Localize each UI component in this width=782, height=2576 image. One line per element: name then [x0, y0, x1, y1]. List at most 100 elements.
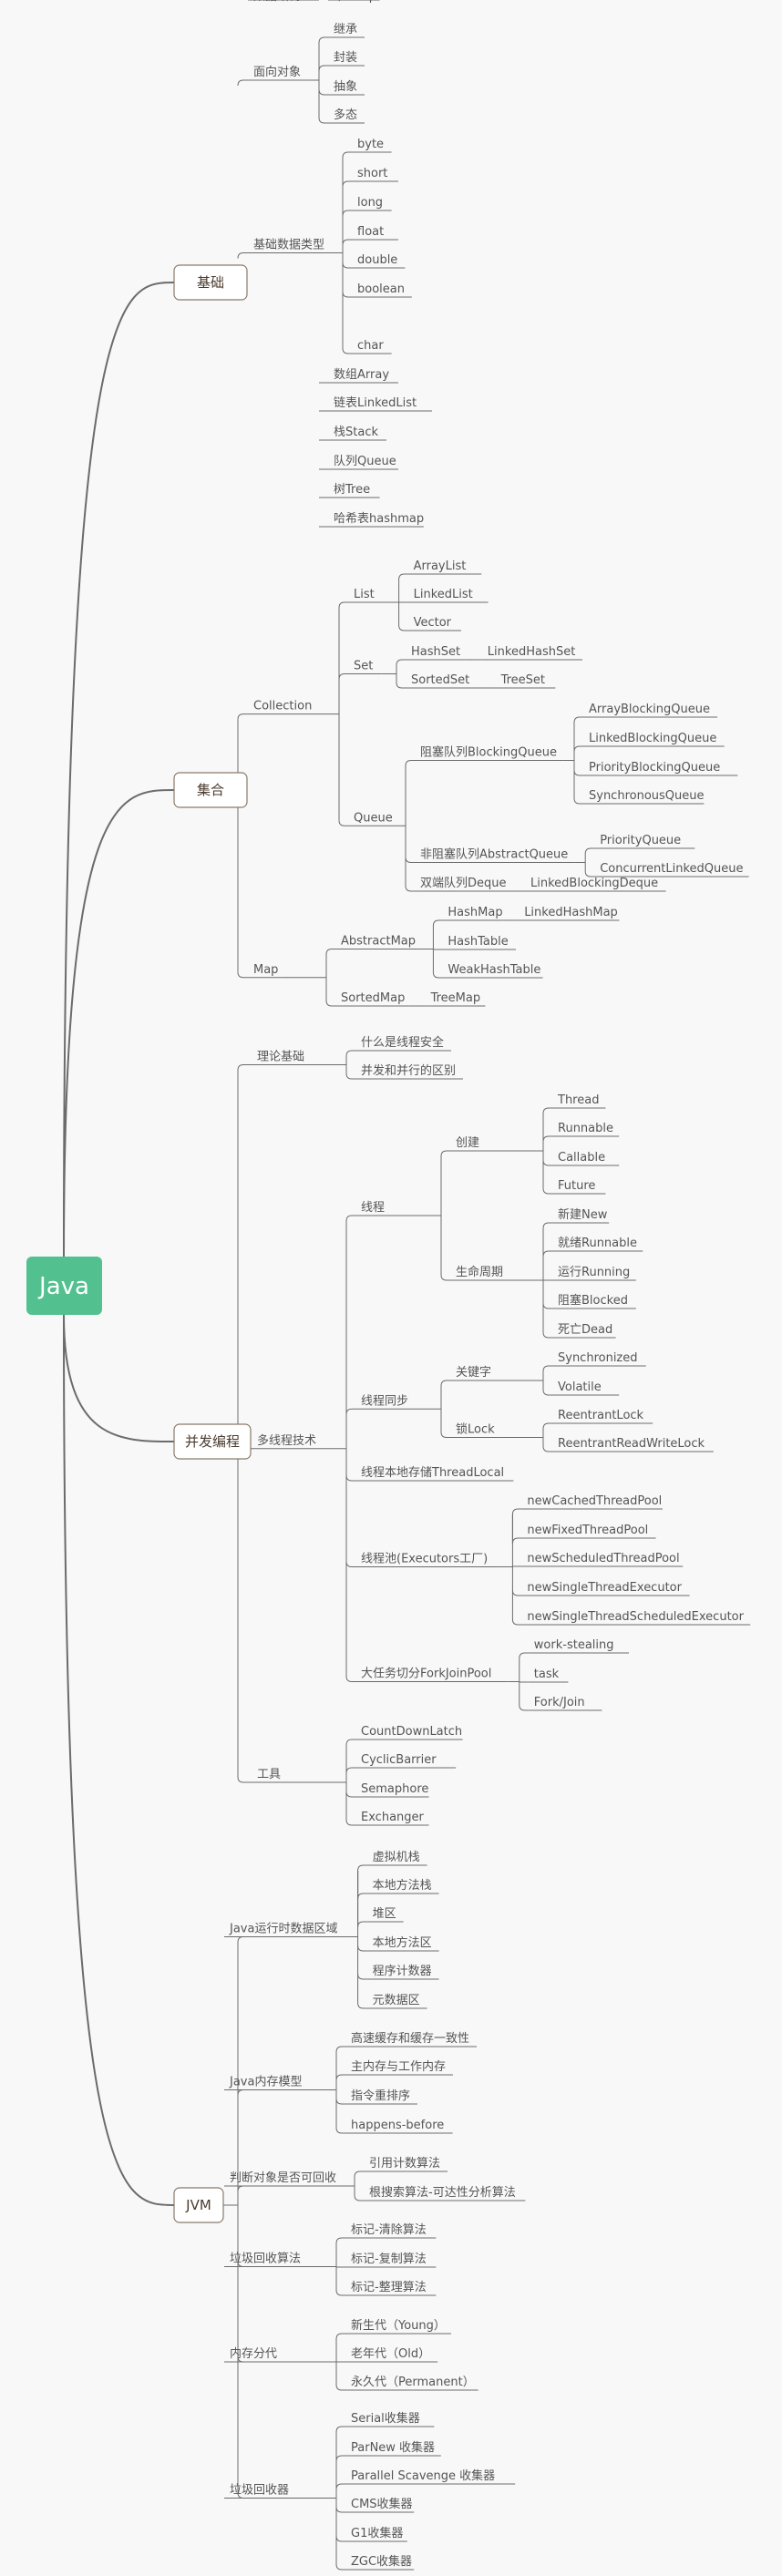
topic-node-0[interactable]: 面向对象 [248, 65, 308, 81]
topic-abstractmap-43[interactable]: AbstractMap [335, 935, 423, 949]
topic-dead-65[interactable]: 死亡Dead [552, 1323, 616, 1339]
topic-node-106[interactable]: 标记-复制算法 [345, 2253, 437, 2268]
topic-reentrantreadwritelock-72[interactable]: ReentrantReadWriteLock [552, 1437, 714, 1452]
topic-zgc-118[interactable]: ZGC收集器 [345, 2554, 415, 2571]
branch-node-2[interactable]: 并发编程 [173, 1423, 252, 1460]
topic-callable-58[interactable]: Callable [552, 1151, 620, 1166]
topic-work-stealing-81[interactable]: work-stealing [528, 1638, 629, 1654]
topic-heap-20[interactable]: 堆Heap [328, 0, 380, 4]
topic-old-110[interactable]: 老年代（Old） [345, 2347, 438, 2363]
topic-hashtable-46[interactable]: HashTable [442, 935, 516, 950]
topic-node-105[interactable]: 标记-清除算法 [345, 2223, 437, 2239]
topic-parallel-scavenge-115[interactable]: Parallel Scavenge 收集器 [345, 2468, 516, 2485]
topic-newsinglethreadexecutor-78[interactable]: newSingleThreadExecutor [521, 1581, 690, 1596]
topic-hashmap-44[interactable]: HashMap [442, 906, 503, 921]
topic-java-89[interactable]: Java运行时数据区域 [224, 1923, 347, 1937]
topic-node-4[interactable]: 多态 [328, 108, 365, 124]
topic-node-112[interactable]: 垃圾回收器 [224, 2484, 296, 2499]
topic-thread-56[interactable]: Thread [552, 1093, 606, 1109]
topic-arrayblockingqueue-33[interactable]: ArrayBlockingQueue [583, 703, 718, 718]
topic-node-84[interactable]: 工具 [252, 1768, 288, 1783]
topic-synchronousqueue-36[interactable]: SynchronousQueue [583, 789, 705, 805]
topic-node-53[interactable]: 多线程技术 [252, 1433, 324, 1450]
topic-node-1[interactable]: 继承 [328, 23, 365, 38]
topic-hashset-27[interactable]: HashSet [406, 645, 466, 661]
topic-node-98[interactable]: 主内存与工作内存 [345, 2059, 453, 2076]
branch-node-0[interactable]: 基础 [173, 264, 248, 301]
topic-node-52[interactable]: 并发和并行的区别 [355, 1063, 463, 1080]
topic-forkjoinpool-80[interactable]: 大任务切分ForkJoinPool [355, 1667, 509, 1682]
topic-sortedmap-48[interactable]: SortedMap [335, 991, 409, 1007]
topic-cms-116[interactable]: CMS收集器 [345, 2497, 415, 2513]
topic-linkedhashset-28[interactable]: LinkedHashSet [481, 645, 582, 661]
topic-node-101[interactable]: 判断对象是否可回收 [224, 2171, 344, 2187]
topic-set-26[interactable]: Set [348, 660, 382, 674]
topic-newsinglethreadscheduledexecutor-79[interactable]: newSingleThreadScheduledExecutor [521, 1610, 751, 1626]
topic-newfixedthreadpool-76[interactable]: newFixedThreadPool [521, 1524, 656, 1539]
topic-node-55[interactable]: 创建 [450, 1136, 487, 1152]
topic-queue-31[interactable]: Queue [348, 811, 395, 826]
topic-priorityqueue-38[interactable]: PriorityQueue [594, 834, 695, 849]
topic-lock-70[interactable]: 锁Lock [450, 1422, 502, 1438]
topic-node-54[interactable]: 线程 [355, 1201, 392, 1216]
topic-node-90[interactable]: 虚拟机栈 [366, 1851, 427, 1866]
topic-linkedblockingqueue-34[interactable]: LinkedBlockingQueue [583, 732, 725, 747]
topic-fork-join-83[interactable]: Fork/Join [528, 1696, 602, 1711]
topic-runnable-62[interactable]: 就绪Runnable [552, 1237, 643, 1252]
topic-tree-18[interactable]: 树Tree [328, 483, 380, 498]
topic-synchronized-68[interactable]: Synchronized [552, 1351, 646, 1367]
topic-linkedblockingdeque-41[interactable]: LinkedBlockingDeque [525, 877, 666, 892]
topic-task-82[interactable]: task [528, 1668, 569, 1683]
topic-future-59[interactable]: Future [552, 1179, 606, 1195]
topic-node-66[interactable]: 线程同步 [355, 1394, 416, 1410]
topic-running-63[interactable]: 运行Running [552, 1266, 636, 1281]
topic-executors-74[interactable]: 线程池(Executors工厂) [355, 1553, 502, 1567]
topic-node-107[interactable]: 标记-整理算法 [345, 2281, 437, 2296]
topic-double-10[interactable]: double [352, 253, 406, 269]
topic-permanent-111[interactable]: 永久代（Permanent） [345, 2376, 478, 2391]
topic-node-104[interactable]: 垃圾回收算法 [224, 2253, 308, 2267]
topic-g1-117[interactable]: G1收集器 [345, 2526, 407, 2542]
topic-node-97[interactable]: 高速缓存和缓存一致性 [345, 2031, 477, 2047]
topic-abstractqueue-37[interactable]: 非阻塞队列AbstractQueue [415, 847, 575, 863]
topic-byte-6[interactable]: byte [352, 138, 392, 153]
topic-queue-17[interactable]: 队列Queue [328, 455, 398, 470]
topic-node-67[interactable]: 关键字 [450, 1366, 499, 1381]
topic-boolean-11[interactable]: boolean [352, 282, 412, 298]
topic-map-42[interactable]: Map [248, 963, 282, 979]
topic-cyclicbarrier-86[interactable]: CyclicBarrier [355, 1753, 457, 1769]
topic-happens-before-100[interactable]: happens-before [345, 2119, 453, 2134]
topic-char-12[interactable]: char [352, 339, 392, 354]
topic-long-8[interactable]: long [352, 196, 392, 211]
topic-array-14[interactable]: 数组Array [328, 368, 398, 384]
topic-treemap-49[interactable]: TreeMap [425, 991, 486, 1007]
topic-linkedlist-24[interactable]: LinkedList [407, 588, 489, 603]
topic-sortedset-29[interactable]: SortedSet [406, 673, 479, 689]
topic-node-94[interactable]: 程序计数器 [366, 1965, 439, 1980]
topic-serial-113[interactable]: Serial收集器 [345, 2411, 435, 2427]
topic-node-60[interactable]: 生命周期 [450, 1265, 510, 1281]
topic-priorityblockingqueue-35[interactable]: PriorityBlockingQueue [583, 761, 738, 776]
topic-short-7[interactable]: short [352, 167, 398, 182]
topic-node-13[interactable]: 数据结构 [248, 0, 308, 4]
topic-node-99[interactable]: 指令重排序 [345, 2089, 417, 2105]
topic-linkedlist-15[interactable]: 链表LinkedList [328, 396, 432, 412]
topic-list-22[interactable]: List [348, 588, 388, 603]
topic-blockingqueue-32[interactable]: 阻塞队列BlockingQueue [415, 745, 563, 761]
topic-node-92[interactable]: 堆区 [366, 1907, 404, 1923]
topic-node-103[interactable]: 根搜索算法-可达性分析算法 [364, 2186, 526, 2201]
topic-concurrentlinkedqueue-39[interactable]: ConcurrentLinkedQueue [594, 862, 749, 877]
topic-node-102[interactable]: 引用计数算法 [364, 2157, 448, 2172]
topic-hashmap-19[interactable]: 哈希表hashmap [328, 512, 424, 528]
topic-stack-16[interactable]: 栈Stack [328, 426, 386, 441]
topic-node-91[interactable]: 本地方法栈 [366, 1878, 439, 1894]
branch-node-1[interactable]: 集合 [173, 772, 248, 808]
topic-reentrantlock-71[interactable]: ReentrantLock [552, 1409, 653, 1424]
topic-new-61[interactable]: 新建New [552, 1207, 610, 1224]
topic-node-5[interactable]: 基础数据类型 [248, 239, 332, 253]
topic-blocked-64[interactable]: 阻塞Blocked [552, 1293, 636, 1309]
topic-exchanger-88[interactable]: Exchanger [355, 1811, 429, 1826]
topic-node-108[interactable]: 内存分代 [224, 2346, 284, 2363]
topic-node-95[interactable]: 元数据区 [366, 1994, 427, 2009]
topic-linkedhashmap-45[interactable]: LinkedHashMap [519, 906, 620, 921]
